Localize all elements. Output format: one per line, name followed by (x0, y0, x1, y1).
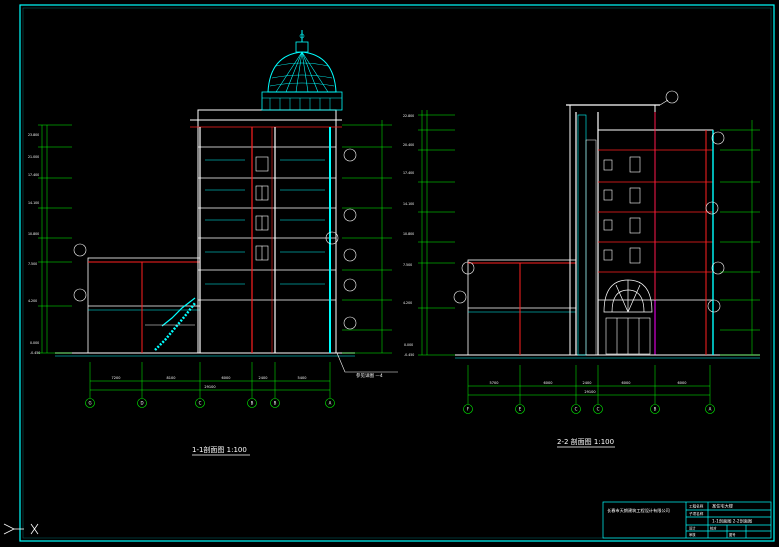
dim-span: 6000 (222, 376, 231, 380)
right-axis-bubbles (463, 404, 715, 414)
level-text: 22.800 (403, 114, 414, 118)
dim-span: 6000 (622, 381, 631, 385)
title-block-drawing: 1-1剖面图 2-2剖面图 (712, 518, 752, 525)
title-block-label: 审核 (689, 532, 696, 537)
level-text: -0.450 (30, 351, 40, 355)
dim-span: 7200 (112, 376, 121, 380)
level-text: -0.450 (404, 353, 414, 357)
section-2-2 (418, 90, 760, 404)
title-block-label: 子项名称 (689, 511, 704, 516)
sheet-border (19, 4, 775, 542)
level-text: 17.400 (403, 171, 414, 175)
detail-note: 参见详图 —4 (356, 372, 383, 379)
left-level-column (38, 124, 72, 354)
axis-label-left: B (251, 401, 254, 406)
dim-span: 5400 (298, 376, 307, 380)
title-block-label: 校对 (710, 526, 717, 531)
level-text: 7.500 (28, 262, 37, 266)
level-text: 4.200 (28, 299, 37, 303)
axis-label-right: F (467, 407, 470, 412)
axis-label-right: A (709, 407, 712, 412)
axis-label-right: C (575, 407, 578, 412)
level-text: 23.800 (28, 133, 39, 137)
dim-span: 6000 (544, 381, 553, 385)
sheet-inner-border (22, 7, 772, 539)
title-block (602, 501, 772, 539)
title-block-label: 设计 (689, 526, 696, 531)
level-text: 21.000 (28, 155, 39, 159)
level-text: 20.400 (403, 143, 414, 147)
ucs-icon (3, 523, 39, 535)
axis-label-left: D (140, 401, 143, 406)
dim-total: 29100 (204, 385, 215, 389)
dim-span: 8100 (167, 376, 176, 380)
dim-span: 2400 (583, 381, 592, 385)
section-1-1 (38, 30, 398, 398)
level-text: 7.500 (403, 263, 412, 267)
level-text: 14.100 (28, 201, 39, 205)
title-block-label: 工程名称 (689, 504, 704, 509)
axis-label-left: A (329, 401, 332, 406)
axis-label-left: B (274, 401, 277, 406)
axis-label-right: C (597, 407, 600, 412)
axis-label-right: B (654, 407, 657, 412)
title-block-project: 某住宅大楼 (712, 503, 733, 510)
level-text: 0.000 (404, 343, 413, 347)
dim-span: 6000 (678, 381, 687, 385)
dim-span: 5700 (490, 381, 499, 385)
arched-window (603, 279, 653, 313)
dome (261, 30, 343, 111)
axis-label-left: G (88, 401, 91, 406)
level-text: 14.100 (403, 202, 414, 206)
title-block-company: 长春市天朗建筑工程设计有限公司 (607, 507, 670, 514)
level-text: 10.800 (28, 232, 39, 236)
axis-label-left: C (199, 401, 202, 406)
level-text: 10.800 (403, 232, 414, 236)
level-text: 4.200 (403, 301, 412, 305)
left-axis-bubbles (85, 398, 335, 408)
section-1-title: 1-1剖面图 1:100 (192, 445, 247, 454)
dim-total: 29100 (584, 390, 595, 394)
dim-span: 2400 (259, 376, 268, 380)
section-2-title: 2-2 剖面图 1:100 (557, 437, 614, 446)
axis-label-right: E (519, 407, 522, 412)
level-text: 17.400 (28, 173, 39, 177)
title-block-label: 图号 (729, 532, 736, 537)
level-text: 0.000 (30, 341, 39, 345)
